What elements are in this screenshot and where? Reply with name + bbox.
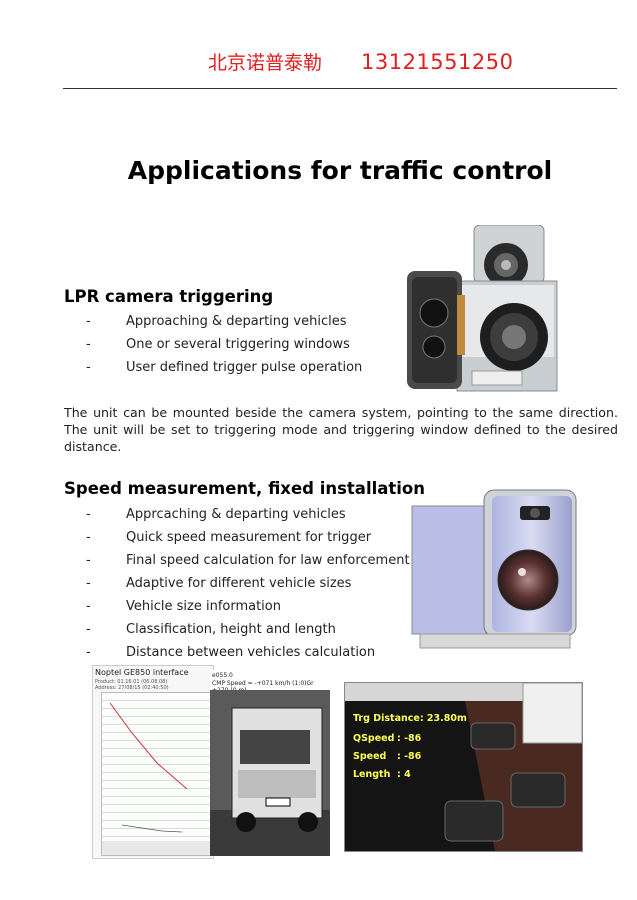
list-item: -Vehicle size information: [86, 599, 281, 614]
lpr-description-paragraph: The unit can be mounted beside the camer…: [64, 405, 618, 454]
lpr-bullet-list: -Approaching & departing vehicles -One o…: [86, 314, 406, 383]
speed-value: : -86: [397, 751, 422, 762]
truck-caption-top: e055.0: [212, 672, 233, 679]
speed-interface-screenshot: Noptel GE850 interface Product: 01.16.01…: [92, 665, 214, 859]
interface-info-line: Product: 01.16.01 (06.08.08): [95, 679, 168, 685]
list-item: -Final speed calculation for law enforce…: [86, 553, 410, 568]
speed-enclosure-image: [410, 488, 580, 650]
header-phone-number: 13121551250: [361, 50, 514, 74]
header-company-name: 北京诺普泰勒: [208, 52, 323, 74]
speed-label: Speed: [353, 751, 387, 762]
speed-section-heading: Speed measurement, fixed installation: [64, 479, 426, 498]
speed-bullet-list: -Apprcaching & departing vehicles -Quick…: [86, 507, 410, 668]
list-item: -Adaptive for different vehicle sizes: [86, 576, 352, 591]
interface-graph-area: [101, 692, 213, 856]
header-divider: [63, 88, 617, 89]
list-item: -Apprcaching & departing vehicles: [86, 507, 346, 522]
page-title: Applications for traffic control: [127, 156, 553, 185]
trigger-distance-label: Trg Distance: 23.80m: [353, 713, 467, 724]
list-item: -Distance between vehicles calculation: [86, 645, 376, 660]
list-item: -Approaching & departing vehicles: [86, 314, 347, 329]
lpr-camera-image: [402, 225, 562, 395]
list-item: -User defined trigger pulse operation: [86, 360, 363, 375]
truck-speed-photo: e055.0 CMP Speed = -+071 km/h (1:0)Gr +2…: [210, 670, 330, 856]
list-item: -Classification, height and length: [86, 622, 336, 637]
list-item: -One or several triggering windows: [86, 337, 350, 352]
interface-title: Noptel GE850 interface: [95, 668, 189, 677]
night-traffic-screenshot: Trg Distance: 23.80m QSpeed : -86 Speed …: [344, 682, 583, 852]
interface-info-line: Address: 27/08/15 (02:40:50): [95, 685, 169, 691]
list-item: -Quick speed measurement for trigger: [86, 530, 372, 545]
qspeed-value: : -86: [397, 733, 422, 744]
length-value: : 4: [397, 769, 411, 780]
length-label: Length: [353, 769, 391, 780]
qspeed-label: QSpeed: [353, 733, 395, 744]
lpr-section-heading: LPR camera triggering: [64, 287, 274, 306]
